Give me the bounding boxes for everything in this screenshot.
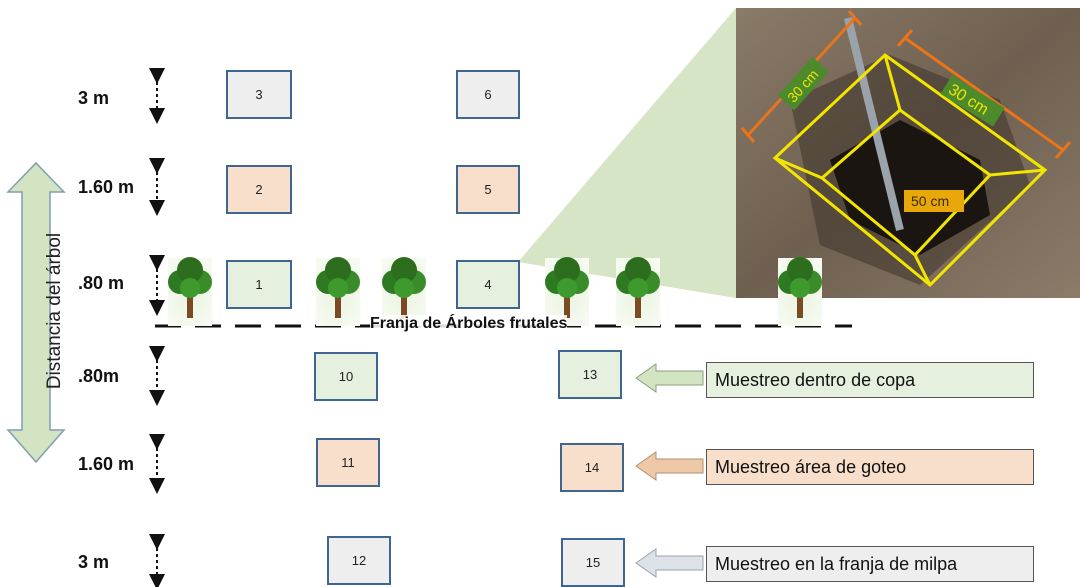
sample-box-2: 2 [226,165,292,214]
distance-label-080-bottom: .80m [78,366,120,386]
sample-box-12: 12 [327,536,391,585]
distance-label-080-top: .80 m [78,273,125,293]
distance-label-160-top: 1.60 m [78,177,135,197]
sampling-pit-photo: 30 cm 30 cm 50 cm [736,8,1080,298]
legend-arrow-crown [635,363,704,393]
sample-box-5: 5 [456,165,520,214]
distance-double-arrow [6,161,66,464]
distance-label-3m-bottom: 3 m [78,552,110,572]
sample-box-15: 15 [561,538,625,587]
distance-axis-label: Distancia del árbol [44,232,65,390]
fruit-tree-stripe-label: Franja de Árboles frutales [370,315,568,333]
sample-box-4: 4 [456,260,520,309]
distance-label-3m-top: 3 m [78,88,110,108]
sample-box-3: 3 [226,70,292,119]
legend-arrow-milpa [635,548,704,578]
sample-box-14: 14 [560,443,624,492]
tree-icons [168,257,822,326]
sample-box-6: 6 [456,70,520,119]
distance-label-160-bottom: 1.60 m [78,454,135,474]
pit-depth-label: 50 cm [911,193,949,209]
sample-box-11: 11 [316,438,380,487]
legend-arrow-drip [635,451,704,481]
sample-box-1: 1 [226,260,292,309]
legend-milpa: Muestreo en la franja de milpa [706,546,1034,582]
sample-box-10: 10 [314,352,378,401]
zoom-wedge [518,8,736,298]
sample-box-13: 13 [558,350,622,399]
legend-drip-area: Muestreo área de goteo [706,449,1034,485]
legend-crown: Muestreo dentro de copa [706,362,1034,398]
